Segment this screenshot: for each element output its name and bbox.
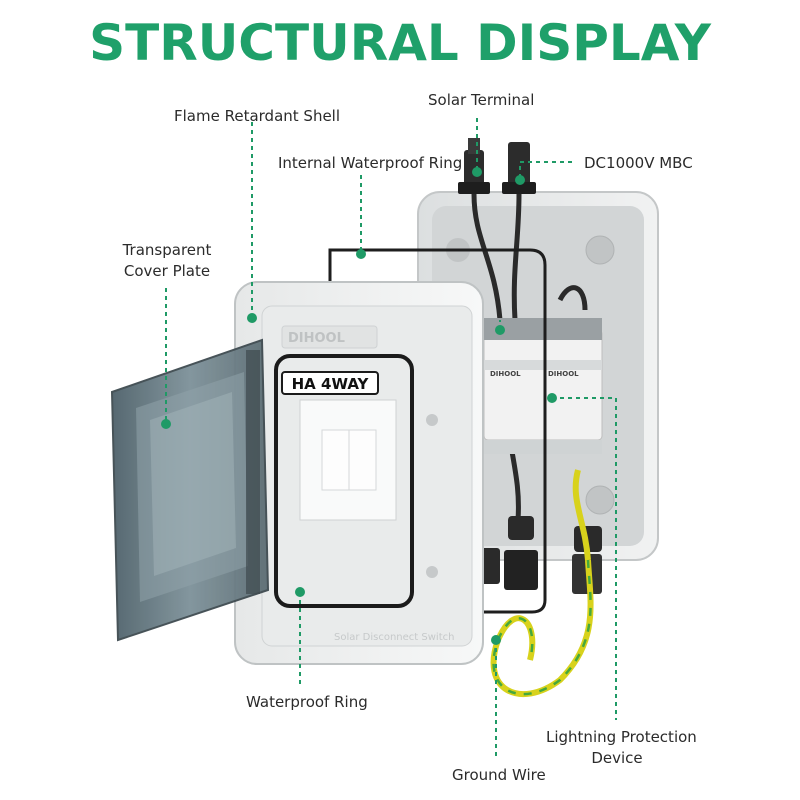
label-ground-wire: Ground Wire — [452, 766, 546, 784]
model-label: HA 4WAY — [292, 375, 370, 393]
label-line: Transparent — [122, 241, 212, 259]
frame-bottom-text: Solar Disconnect Switch — [334, 632, 454, 643]
label-transparent-cover-plate: Transparent Cover Plate — [112, 240, 222, 282]
label-solar-terminal: Solar Terminal — [428, 91, 535, 109]
leader-lines — [165, 118, 617, 758]
lightning-protection-device: DIHOOL DIHOOL — [483, 318, 603, 454]
label-flame-retardant-shell: Flame Retardant Shell — [174, 107, 341, 125]
spd-brand: DIHOOL — [490, 370, 521, 378]
label-internal-waterproof-ring: Internal Waterproof Ring — [278, 154, 463, 172]
label-lightning-protection-device: Lightning Protection Device — [546, 727, 697, 769]
leader-dots — [161, 167, 557, 645]
front-frame: DIHOOL HA 4WAY Solar Disconnect Switch — [234, 281, 484, 665]
spd-brand-2: DIHOOL — [548, 370, 579, 378]
ground-wire — [490, 469, 594, 698]
label-waterproof-ring: Waterproof Ring — [246, 693, 368, 711]
transparent-cover — [110, 338, 270, 642]
label-line: Cover Plate — [123, 262, 211, 280]
frame-brand: DIHOOL — [288, 331, 345, 346]
label-dc1000v-mbc: DC1000V MBC — [584, 154, 693, 172]
label-line: Device — [591, 749, 643, 767]
page-title: STRUCTURAL DISPLAY — [89, 14, 711, 72]
solar-terminal-connectors — [458, 138, 536, 194]
cable-glands — [480, 516, 602, 594]
label-line: Lightning Protection — [546, 728, 697, 746]
